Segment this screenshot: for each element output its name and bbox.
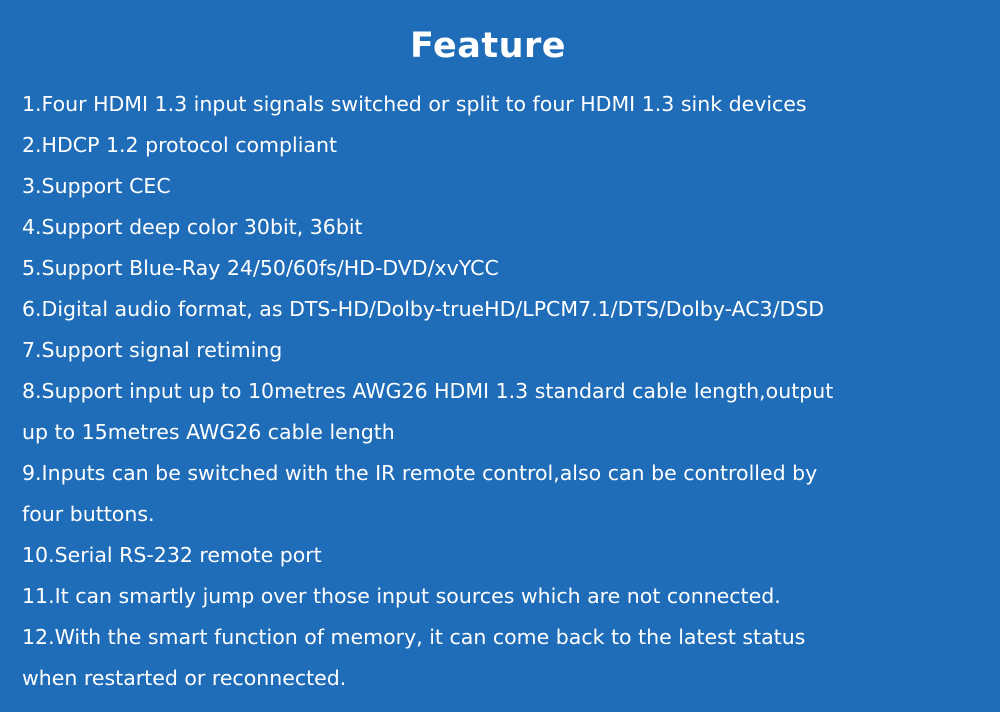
feature-line-11: 11.It can smartly jump over those input … (22, 584, 781, 608)
feature-list: 1.Four HDMI 1.3 input signals switched o… (22, 84, 992, 699)
feature-line-9: 9.Inputs can be switched with the IR rem… (22, 461, 818, 485)
feature-line-4: 4.Support deep color 30bit, 36bit (22, 215, 363, 239)
feature-line-2: 2.HDCP 1.2 protocol compliant (22, 133, 337, 157)
feature-line-7: 7.Support signal retiming (22, 338, 283, 362)
feature-line-12: 12.With the smart function of memory, it… (22, 625, 806, 649)
feature-line-10: 10.Serial RS-232 remote port (22, 543, 322, 567)
feature-line-6: 6.Digital audio format, as DTS-HD/Dolby-… (22, 297, 825, 321)
feature-line-5: 5.Support Blue-Ray 24/50/60fs/HD-DVD/xvY… (22, 256, 499, 280)
feature-line-3: 3.Support CEC (22, 174, 171, 198)
feature-line-1: 1.Four HDMI 1.3 input signals switched o… (22, 92, 807, 116)
feature-line-9-continued: four buttons. (22, 502, 155, 526)
page-title: Feature (410, 26, 566, 66)
feature-line-12-continued: when restarted or reconnected. (22, 666, 347, 690)
feature-line-8: 8.Support input up to 10metres AWG26 HDM… (22, 379, 834, 403)
feature-line-8-continued: up to 15metres AWG26 cable length (22, 420, 395, 444)
